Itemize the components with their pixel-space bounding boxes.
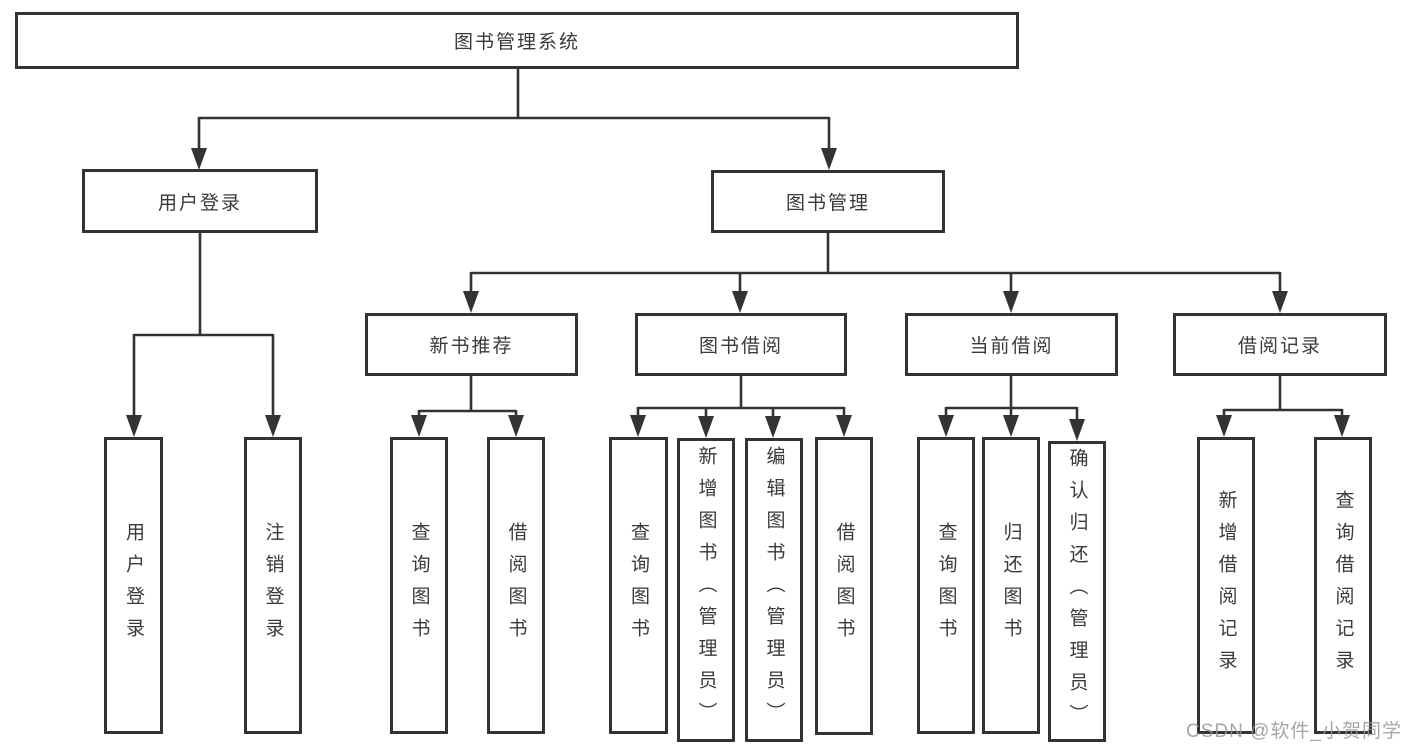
node-book-management: 图书管理: [711, 170, 945, 233]
arrow-down-icon: [1003, 415, 1019, 437]
leaf-return-books: 归还图书: [982, 437, 1040, 734]
arrow-down-icon: [938, 415, 954, 437]
arrow-down-icon: [508, 415, 524, 437]
csdn-watermark: CSDN @软件_小贺同学: [1186, 721, 1402, 742]
node-new-book-recommend-label: 新书推荐: [429, 336, 514, 357]
node-current-borrowing-label: 当前借阅: [969, 336, 1054, 357]
leaf-confirm-return-admin-label: 确认归还（管理员）: [1066, 447, 1088, 736]
leaf-add-books-admin-label: 新增图书（管理员）: [695, 446, 717, 734]
leaf-add-books-admin: 新增图书（管理员）: [677, 438, 735, 742]
node-user-login-branch: 用户登录: [82, 169, 318, 233]
arrow-down-icon: [732, 291, 748, 313]
node-borrowing-records: 借阅记录: [1173, 313, 1387, 376]
leaf-return-books-label: 归还图书: [1000, 521, 1022, 650]
arrow-down-icon: [126, 415, 142, 437]
node-book-borrowing: 图书借阅: [635, 313, 847, 376]
arrow-down-icon: [698, 416, 714, 438]
arrow-down-icon: [463, 291, 479, 313]
arrow-down-icon: [765, 416, 781, 438]
leaf-borrow-books: 借阅图书: [815, 437, 873, 735]
node-borrowing-records-label: 借阅记录: [1237, 336, 1322, 357]
leaf-newbook-borrow-books-label: 借阅图书: [505, 521, 527, 650]
arrow-down-icon: [630, 415, 646, 437]
leaf-confirm-return-admin: 确认归还（管理员）: [1048, 441, 1106, 742]
arrow-down-icon: [265, 415, 281, 437]
leaf-user-login-label: 用户登录: [123, 521, 144, 650]
node-library-system-label: 图书管理系统: [453, 32, 580, 53]
arrow-down-icon: [836, 415, 852, 437]
leaf-borrow-books-label: 借阅图书: [833, 522, 855, 650]
leaf-newbook-query-books-label: 查询图书: [408, 521, 430, 650]
leaf-current-query-books-label: 查询图书: [935, 521, 957, 650]
leaf-logout-label: 注销登录: [262, 521, 284, 650]
leaf-borrow-query-books-label: 查询图书: [628, 521, 649, 650]
leaf-add-borrow-record-label: 新增借阅记录: [1215, 489, 1237, 682]
leaf-query-borrow-record-label: 查询借阅记录: [1332, 489, 1354, 682]
leaf-edit-books-admin-label: 编辑图书（管理员）: [763, 446, 785, 734]
leaf-current-query-books: 查询图书: [917, 437, 975, 734]
leaf-logout: 注销登录: [244, 437, 302, 734]
arrow-down-icon: [1003, 291, 1019, 313]
leaf-newbook-borrow-books: 借阅图书: [487, 437, 545, 734]
arrow-down-icon: [821, 148, 837, 170]
node-book-borrowing-label: 图书借阅: [698, 336, 783, 357]
leaf-query-borrow-record: 查询借阅记录: [1314, 437, 1372, 734]
leaf-edit-books-admin: 编辑图书（管理员）: [745, 438, 803, 742]
leaf-add-borrow-record: 新增借阅记录: [1197, 437, 1255, 734]
node-new-book-recommend: 新书推荐: [365, 313, 578, 376]
node-book-management-label: 图书管理: [785, 193, 870, 214]
arrow-down-icon: [1216, 415, 1232, 437]
arrow-down-icon: [1069, 419, 1085, 441]
leaf-newbook-query-books: 查询图书: [390, 437, 448, 734]
arrow-down-icon: [411, 415, 427, 437]
node-library-system: 图书管理系统: [15, 12, 1019, 69]
node-user-login-branch-label: 用户登录: [157, 192, 242, 214]
arrow-down-icon: [1334, 415, 1350, 437]
arrow-down-icon: [191, 148, 207, 170]
arrow-down-icon: [1272, 291, 1288, 313]
leaf-user-login: 用户登录: [104, 437, 163, 734]
leaf-borrow-query-books: 查询图书: [609, 437, 668, 734]
node-current-borrowing: 当前借阅: [905, 313, 1118, 376]
